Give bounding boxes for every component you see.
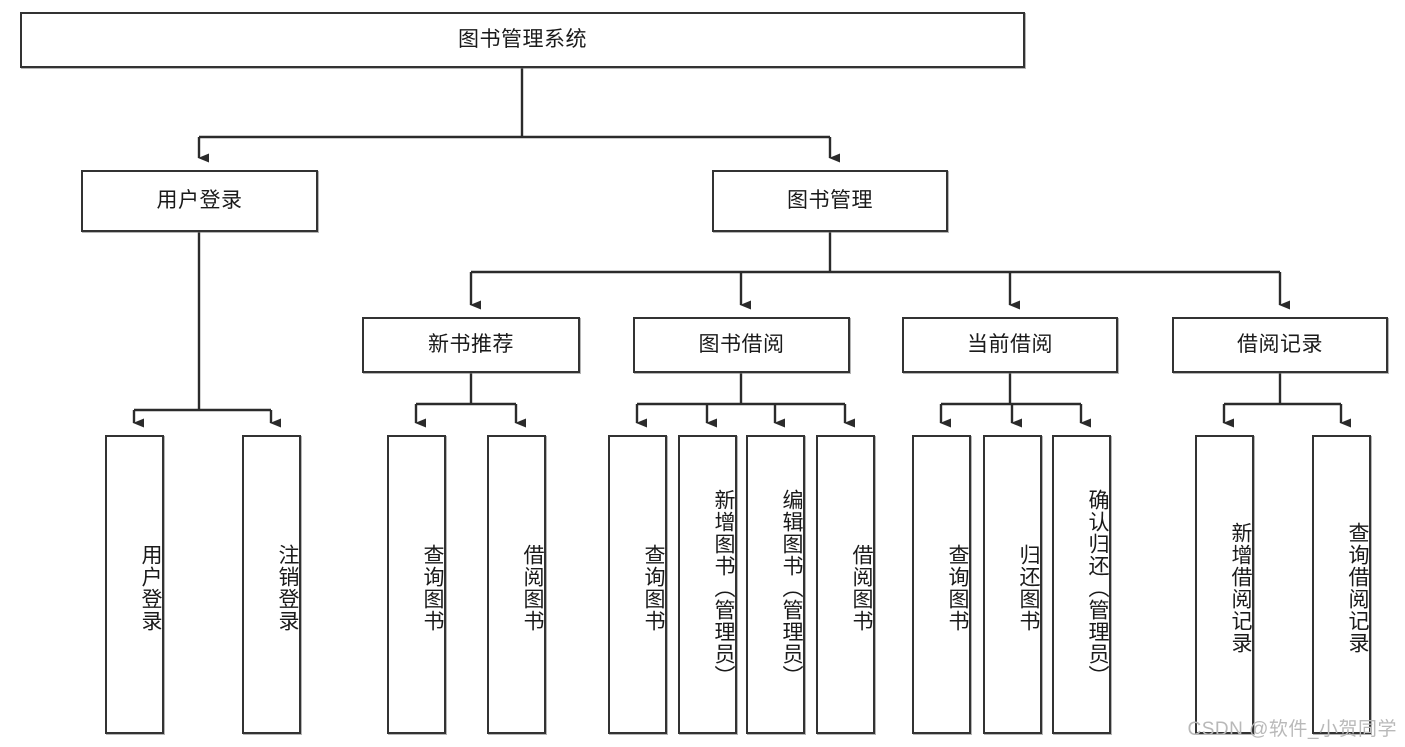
node-borrow-record[interactable]: 借阅记录: [1172, 317, 1388, 373]
node-user-logout-label: 注销登录: [276, 543, 299, 632]
node-edit-book-admin[interactable]: 编辑图书（管理员）: [746, 435, 805, 734]
node-query-book-1[interactable]: 查询图书: [387, 435, 446, 734]
node-add-borrow-record[interactable]: 新增借阅记录: [1195, 435, 1254, 734]
node-confirm-return-admin[interactable]: 确认归还（管理员）: [1052, 435, 1111, 734]
node-add-borrow-record-label: 新增借阅记录: [1229, 521, 1252, 654]
node-query-book-3[interactable]: 查询图书: [912, 435, 971, 734]
node-user-login-do[interactable]: 用户登录: [105, 435, 164, 734]
node-query-borrow-record[interactable]: 查询借阅记录: [1312, 435, 1371, 734]
node-user-logout[interactable]: 注销登录: [242, 435, 301, 734]
node-borrow-record-label: 借阅记录: [1237, 333, 1323, 357]
node-book-borrow[interactable]: 图书借阅: [633, 317, 850, 373]
node-query-borrow-record-label: 查询借阅记录: [1346, 521, 1369, 654]
node-add-book-admin-label: 新增图书（管理员）: [712, 488, 735, 687]
node-root[interactable]: 图书管理系统: [20, 12, 1025, 68]
node-add-book-admin[interactable]: 新增图书（管理员）: [678, 435, 737, 734]
node-query-book-3-label: 查询图书: [946, 543, 969, 632]
node-book-manage[interactable]: 图书管理: [712, 170, 948, 232]
node-query-book-2[interactable]: 查询图书: [608, 435, 667, 734]
node-book-manage-label: 图书管理: [787, 189, 873, 213]
node-edit-book-admin-label: 编辑图书（管理员）: [780, 488, 803, 687]
node-borrow-book-2-label: 借阅图书: [850, 543, 873, 632]
node-user-login[interactable]: 用户登录: [81, 170, 318, 232]
node-user-login-label: 用户登录: [156, 189, 243, 213]
node-return-book-label: 归还图书: [1017, 543, 1040, 632]
node-book-borrow-label: 图书借阅: [698, 333, 785, 357]
node-query-book-2-label: 查询图书: [642, 543, 665, 632]
node-new-book-recommend-label: 新书推荐: [428, 333, 514, 357]
node-current-borrow-label: 当前借阅: [967, 333, 1053, 357]
node-current-borrow[interactable]: 当前借阅: [902, 317, 1118, 373]
node-borrow-book-2[interactable]: 借阅图书: [816, 435, 875, 734]
node-new-book-recommend[interactable]: 新书推荐: [362, 317, 580, 373]
node-root-label: 图书管理系统: [458, 28, 587, 52]
node-return-book[interactable]: 归还图书: [983, 435, 1042, 734]
node-query-book-1-label: 查询图书: [421, 543, 444, 632]
node-user-login-do-label: 用户登录: [139, 543, 162, 632]
node-borrow-book-1-label: 借阅图书: [521, 543, 544, 632]
node-confirm-return-admin-label: 确认归还（管理员）: [1086, 488, 1109, 687]
csdn-watermark: CSDN @软件_小贺同学: [1187, 719, 1397, 740]
node-borrow-book-1[interactable]: 借阅图书: [487, 435, 546, 734]
